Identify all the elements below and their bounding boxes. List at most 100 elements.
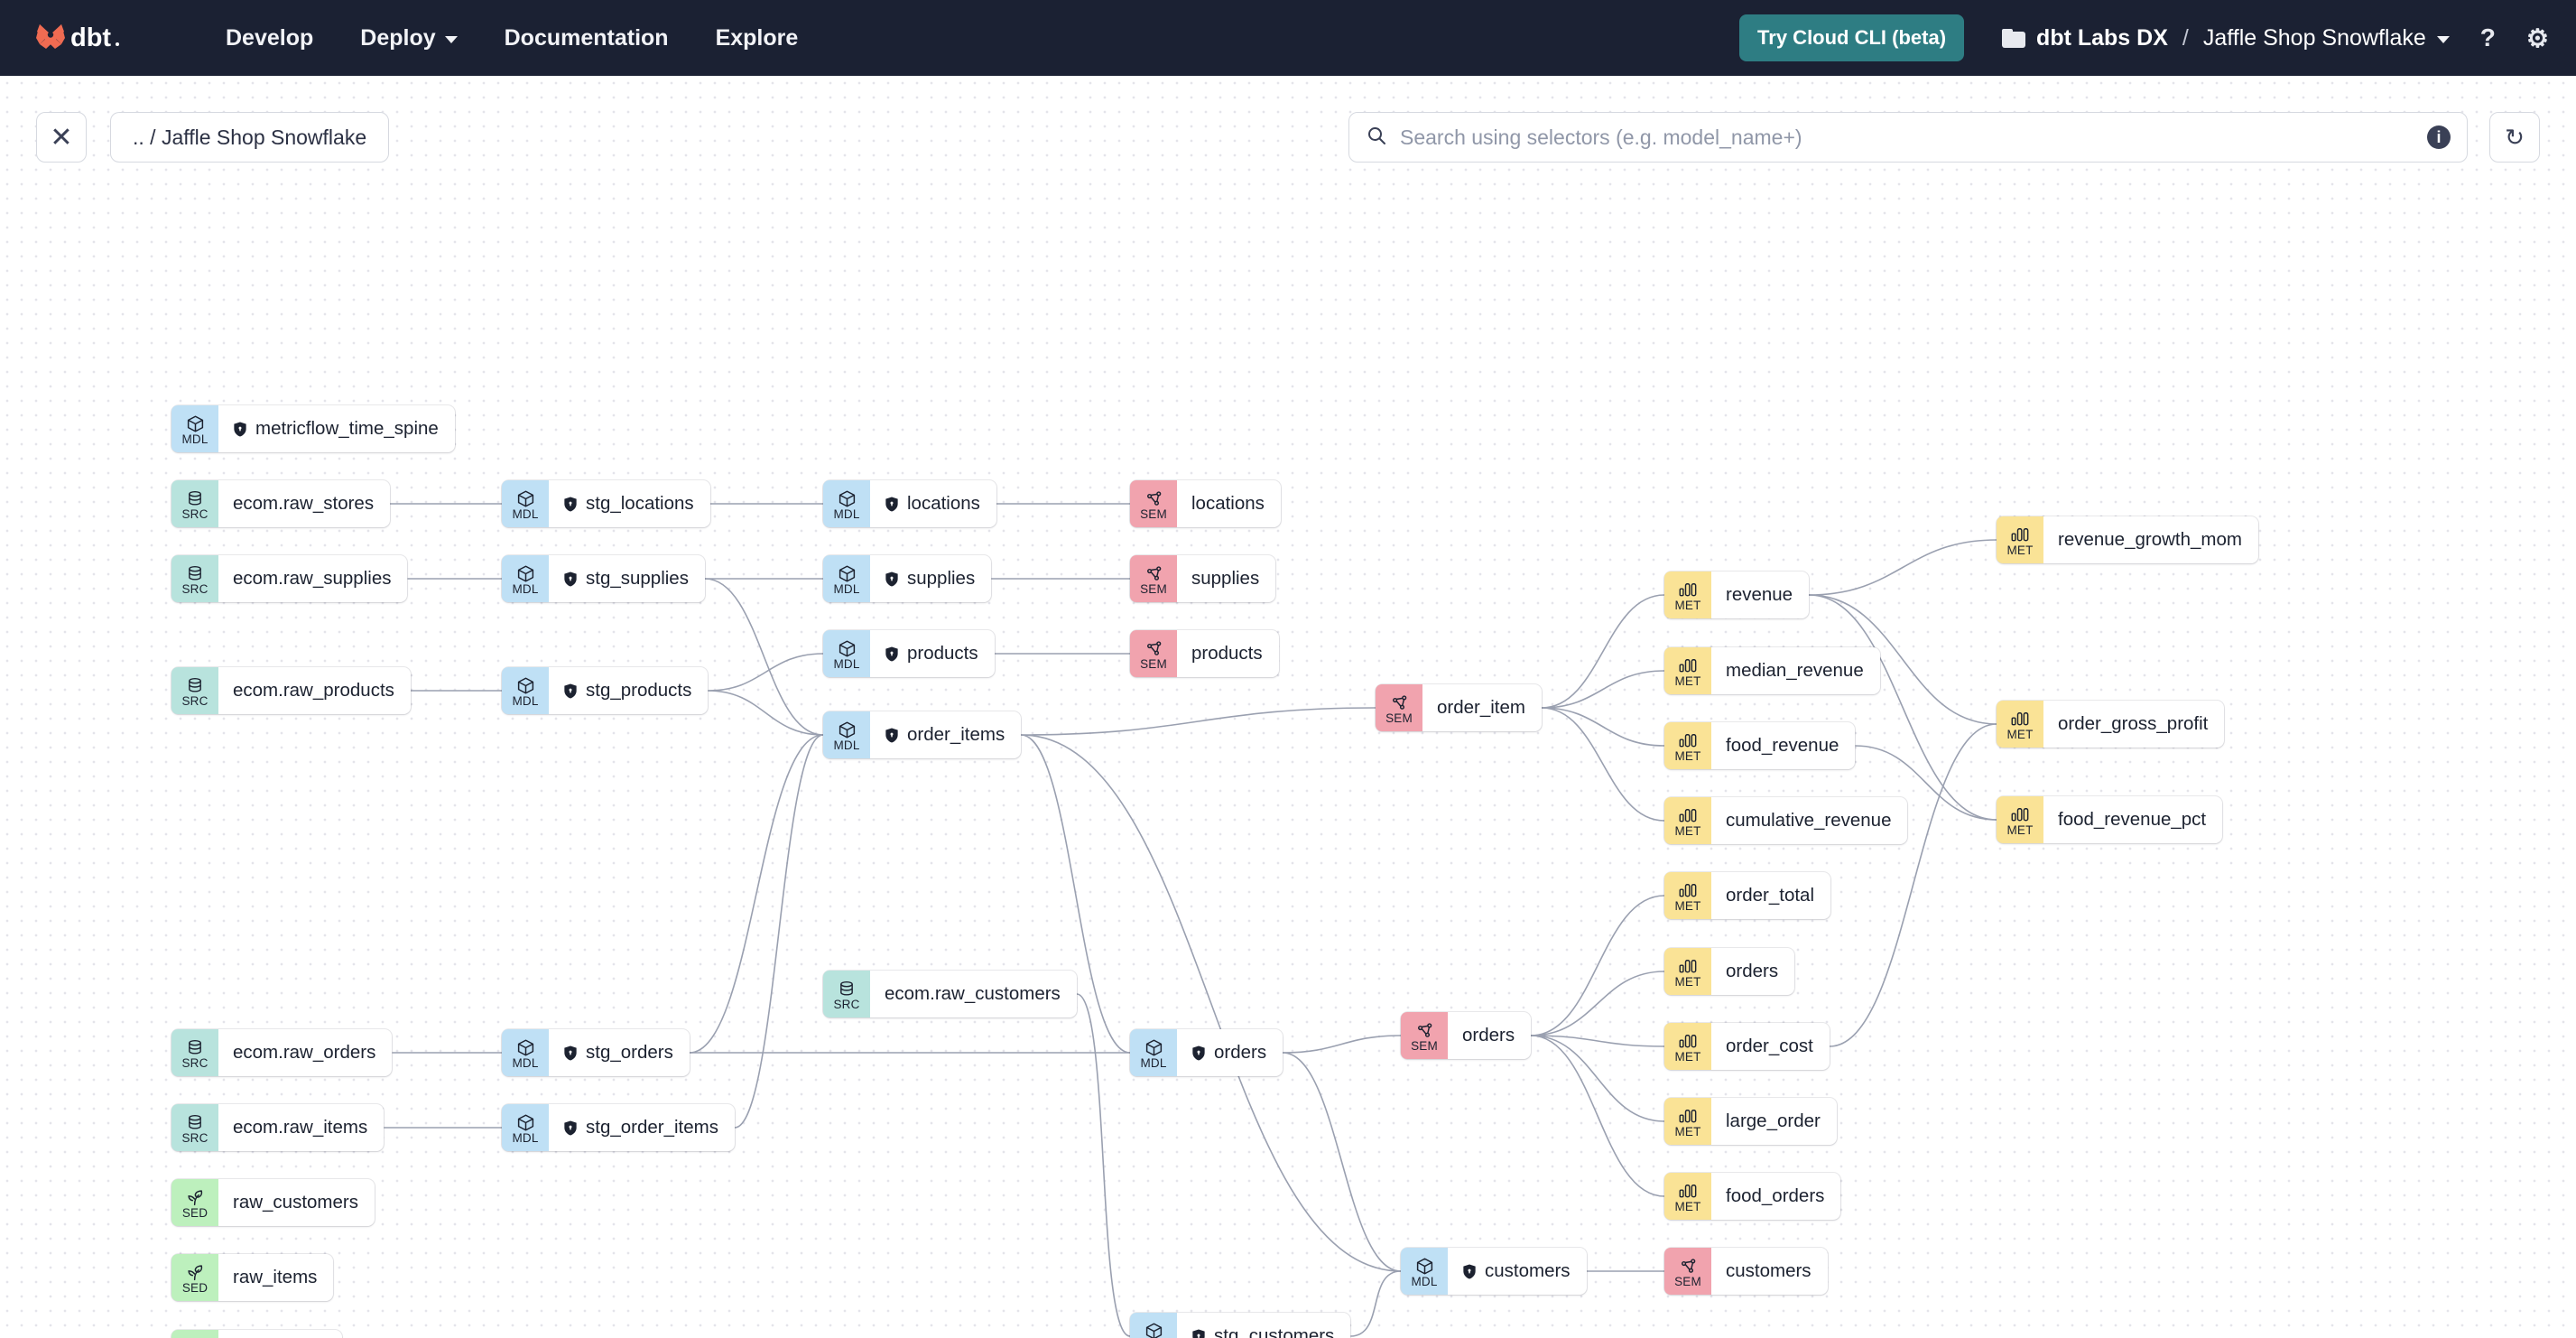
try-cloud-cli-button[interactable]: Try Cloud CLI (beta) — [1739, 14, 1965, 61]
lineage-edge — [1541, 707, 1665, 747]
dbt-logo[interactable]: dbt — [34, 19, 125, 57]
graph-node-stg_products[interactable]: MDL stg_products — [502, 667, 709, 714]
search-bar[interactable]: i — [1348, 112, 2468, 163]
sem-type-icon: SEM — [1130, 555, 1177, 602]
graph-node-label: order_items — [907, 724, 1005, 745]
graph-node-orders[interactable]: MDL orders — [1130, 1029, 1283, 1076]
lineage-edge — [1541, 594, 1665, 709]
lock-shield-icon — [233, 421, 247, 437]
gear-icon[interactable]: ⚙ — [2525, 23, 2549, 52]
node-type-abbr: MET — [1674, 975, 1701, 989]
sem-type-icon: SEM — [1130, 480, 1177, 527]
nav-link-explore-label: Explore — [715, 24, 799, 51]
mdl-type-icon: MDL — [823, 630, 870, 677]
search-input[interactable] — [1400, 125, 2427, 150]
graph-node-body: ecom.raw_products — [218, 667, 411, 714]
lineage-edge — [1531, 1035, 1665, 1122]
mdl-type-icon: MDL — [823, 555, 870, 602]
node-type-abbr: MDL — [833, 739, 860, 752]
lineage-edge — [1809, 594, 1997, 821]
graph-node-label: products — [1191, 643, 1263, 664]
graph-node-body: raw_items — [218, 1254, 333, 1301]
graph-node-label: orders — [1214, 1042, 1267, 1063]
project-selector[interactable]: dbt Labs DX / Jaffle Shop Snowflake — [2002, 25, 2450, 51]
refresh-icon[interactable]: ↻ — [2489, 112, 2540, 163]
graph-node-body: food_revenue — [1711, 722, 1855, 769]
node-type-abbr: MDL — [512, 694, 539, 708]
graph-node-stg_order_items[interactable]: MDL stg_order_items — [502, 1104, 735, 1151]
info-icon[interactable]: i — [2427, 125, 2451, 149]
graph-node-body: stg_order_items — [549, 1104, 735, 1151]
graph-node-body: stg_supplies — [549, 555, 705, 602]
nav-link-deploy[interactable]: Deploy — [337, 16, 480, 60]
lock-shield-icon — [885, 496, 899, 512]
met-type-icon: MET — [1997, 796, 2043, 843]
lineage-edge — [1283, 1035, 1402, 1054]
mdl-type-icon: MDL — [1130, 1029, 1177, 1076]
nav-link-develop[interactable]: Develop — [202, 16, 337, 60]
graph-node-label: ecom.raw_items — [233, 1117, 368, 1138]
graph-node-label: stg_products — [586, 680, 692, 701]
graph-node-label: locations — [907, 493, 980, 514]
graph-node-label: stg_customers — [1214, 1325, 1335, 1338]
graph-node-body: large_order — [1711, 1098, 1837, 1145]
node-type-abbr: MET — [1674, 599, 1701, 612]
graph-node-body: supplies — [1177, 555, 1275, 602]
graph-node-label: stg_order_items — [586, 1117, 718, 1138]
graph-node-body: locations — [1177, 480, 1281, 527]
met-glyph-icon — [1678, 1031, 1698, 1051]
graph-node-body: products — [1177, 630, 1279, 677]
lock-shield-icon — [563, 683, 578, 699]
sem-glyph-icon — [1679, 1256, 1698, 1276]
breadcrumb[interactable]: .. / Jaffle Shop Snowflake — [110, 112, 390, 163]
nav-link-explore[interactable]: Explore — [692, 16, 822, 60]
nav-link-documentation[interactable]: Documentation — [481, 16, 692, 60]
node-type-abbr: SRC — [181, 507, 208, 521]
graph-node-body: food_orders — [1711, 1173, 1840, 1220]
graph-node-label: cumulative_revenue — [1726, 810, 1892, 831]
graph-node-label: ecom.raw_customers — [885, 983, 1061, 1004]
close-icon[interactable]: ✕ — [36, 112, 87, 163]
graph-node-order_items[interactable]: MDL order_items — [823, 711, 1022, 758]
help-icon[interactable]: ? — [2479, 23, 2496, 51]
mdl-type-icon: MDL — [502, 1104, 549, 1151]
mdl-glyph-icon — [838, 720, 857, 739]
